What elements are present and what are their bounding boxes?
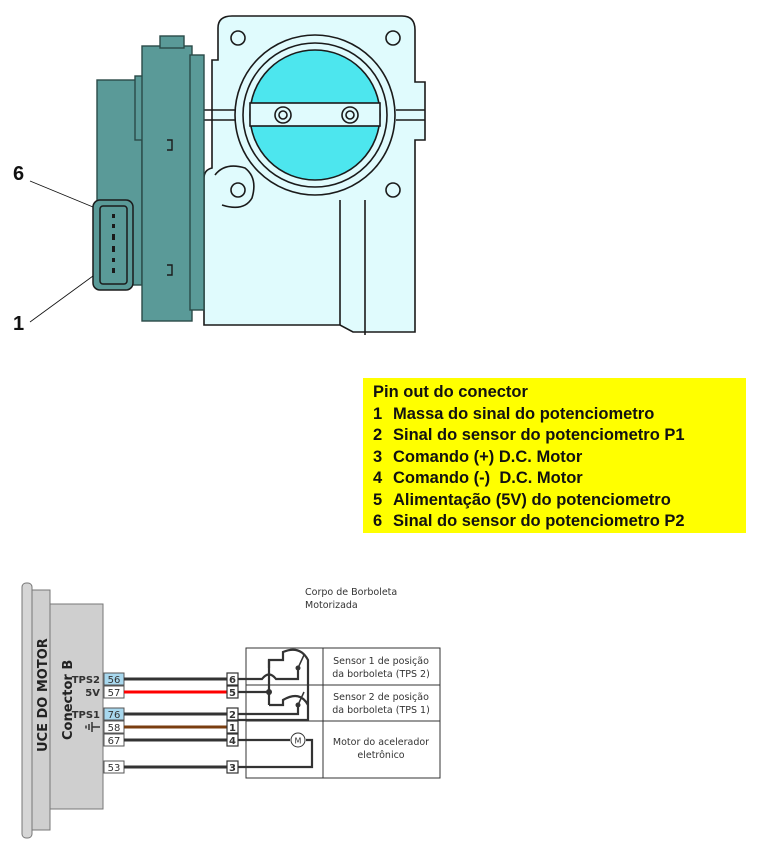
ecu-label: UCE DO MOTOR bbox=[36, 638, 51, 752]
component-title-line1: Corpo de Borboleta bbox=[305, 587, 397, 598]
signal-label: TPS2 bbox=[72, 675, 100, 686]
wire-53: 53 3 bbox=[103, 760, 239, 774]
motor-icon bbox=[290, 732, 306, 748]
signal-label: 5V bbox=[85, 688, 100, 699]
pinout-row: 1 Massa do sinal do potenciometro bbox=[373, 404, 746, 426]
callout-6: 6 bbox=[13, 163, 25, 185]
tb-pin-box bbox=[226, 760, 239, 774]
wiper-arrow bbox=[297, 691, 305, 706]
wiring-diagram: UCE DO MOTOR Conector B Corpo de Borbole… bbox=[21, 582, 441, 839]
tb-pin-number: 2 bbox=[229, 710, 236, 721]
tb-pin-number: 3 bbox=[229, 763, 236, 774]
ecu-pin-number: 57 bbox=[108, 688, 121, 699]
pin-number: 4 bbox=[373, 469, 383, 487]
pin-description: Comando (+) D.C. Motor bbox=[393, 447, 583, 466]
block-label: Motor do acelerador bbox=[333, 737, 429, 748]
connector-pin-4 bbox=[112, 234, 115, 240]
mounting-hole bbox=[385, 182, 401, 198]
block-label: eletrônico bbox=[357, 750, 404, 761]
connector-pin-5 bbox=[112, 224, 115, 228]
ecu-pin-number: 67 bbox=[108, 736, 121, 747]
block-label: da borboleta (TPS 2) bbox=[332, 669, 430, 680]
sensor-2-potentiometer bbox=[269, 694, 309, 707]
pinout-row: 5 Alimentação (5V) do potenciometro bbox=[373, 490, 746, 512]
tb-pin-number: 6 bbox=[229, 675, 236, 686]
mounting-hole bbox=[230, 30, 246, 46]
pinout-row: 3 Comando (+) D.C. Motor bbox=[373, 447, 746, 469]
connector-pin-3 bbox=[112, 246, 115, 252]
component-title-line2: Motorizada bbox=[305, 600, 358, 611]
callout-1: 1 bbox=[13, 313, 25, 335]
pinout-title: Pin out do conector bbox=[373, 383, 528, 401]
tb-pin-box bbox=[226, 707, 239, 721]
pin-number: 5 bbox=[373, 490, 383, 509]
pin-number: 3 bbox=[373, 447, 383, 466]
wire-76: TPS1 76 2 bbox=[72, 707, 239, 721]
pin-number: 6 bbox=[373, 512, 383, 530]
callout-leader-6 bbox=[29, 180, 94, 208]
junction-dot bbox=[266, 689, 272, 695]
ecu-pin-number: 56 bbox=[108, 675, 121, 686]
electrical-connector bbox=[92, 199, 134, 291]
ground-icon bbox=[85, 722, 100, 732]
pin-description: Alimentação (5V) do potenciometro bbox=[393, 490, 671, 509]
connector-label: Conector B bbox=[61, 660, 76, 740]
ecu-connector-block bbox=[49, 603, 104, 810]
pinout-legend: Pin out do conector 1 Massa do sinal do p… bbox=[363, 378, 746, 533]
motor-symbol: M bbox=[295, 737, 302, 746]
wire-58: 58 1 bbox=[85, 720, 239, 734]
tb-pin-number: 4 bbox=[229, 736, 236, 747]
ecu-pin-number: 53 bbox=[108, 763, 121, 774]
block-label: Sensor 2 de posição bbox=[333, 692, 429, 703]
tb-pin-number: 1 bbox=[229, 723, 236, 734]
wire-57: 5V 57 5 bbox=[85, 685, 239, 699]
block-label: da borboleta (TPS 1) bbox=[332, 705, 430, 716]
ecu-pin-number: 76 bbox=[108, 710, 121, 721]
mounting-holes bbox=[214, 30, 401, 209]
signal-label: TPS1 bbox=[72, 710, 100, 721]
connector-pin-1 bbox=[112, 268, 115, 273]
pinout-row: 6 Sinal do sensor do potenciometro P2 bbox=[373, 511, 746, 533]
pin-description: Sinal do sensor do potenciometro P2 bbox=[393, 512, 685, 530]
tb-pin-box bbox=[226, 733, 239, 747]
callout-leader-1 bbox=[29, 275, 94, 323]
pin-number: 1 bbox=[373, 404, 383, 423]
pinout-row: 2 Sinal do sensor do potenciometro P1 bbox=[373, 425, 746, 447]
tb-pin-number: 5 bbox=[229, 688, 236, 699]
throttle-bore bbox=[234, 34, 396, 196]
block-label: Sensor 1 de posição bbox=[333, 656, 429, 667]
plate-screw bbox=[274, 106, 292, 124]
wiper-arrow bbox=[297, 654, 305, 669]
connector-pin-6 bbox=[112, 214, 115, 218]
tb-pin-box bbox=[226, 672, 239, 686]
ecu-pin-number: 58 bbox=[108, 723, 121, 734]
plate-screw bbox=[341, 106, 359, 124]
throttle-body-illustration bbox=[29, 15, 426, 335]
pin-number: 2 bbox=[373, 426, 383, 444]
mounting-hole bbox=[385, 30, 401, 46]
ecu-outer-panel bbox=[21, 582, 33, 839]
throttle-shaft bbox=[249, 102, 381, 127]
mounting-hole bbox=[230, 182, 246, 198]
sensor-1-potentiometer bbox=[238, 648, 310, 722]
pin-description: Comando (-) D.C. Motor bbox=[393, 469, 583, 487]
tb-pin-box bbox=[226, 685, 239, 699]
wire-67: 67 4 bbox=[103, 733, 239, 747]
internal-circuit bbox=[238, 648, 314, 769]
actuator-housing bbox=[96, 35, 205, 322]
pinout-row: 4 Comando (-) D.C. Motor bbox=[373, 468, 746, 490]
pin-description: Massa do sinal do potenciometro bbox=[393, 404, 655, 423]
wire-56: TPS2 56 6 bbox=[72, 672, 239, 686]
tb-pin-box bbox=[226, 720, 239, 734]
pin-description: Sinal do sensor do potenciometro P1 bbox=[393, 426, 685, 444]
connector-pin-2 bbox=[112, 258, 115, 262]
